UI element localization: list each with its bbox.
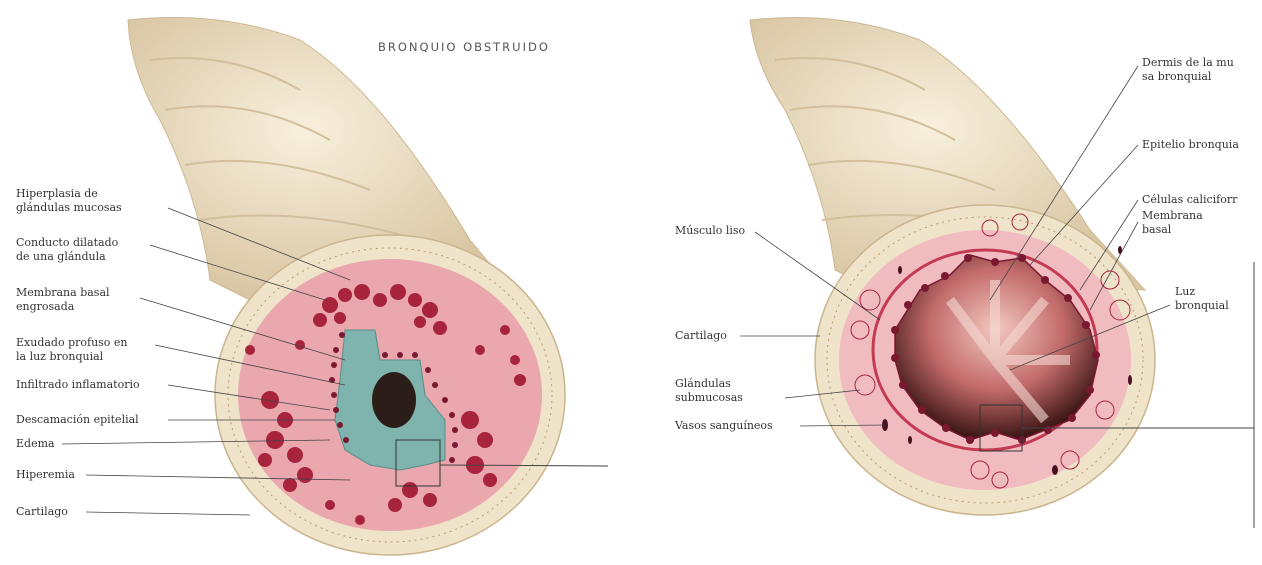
label-infiltrado: Infiltrado inflamatorio [16, 378, 140, 392]
label-cartilago: Cartilago [16, 505, 68, 519]
label-musculo-liso: Músculo liso [675, 224, 745, 238]
label-conducto: Conducto dilatado de una glándula [16, 236, 118, 264]
obstructed-bronchus-illustration [0, 0, 615, 565]
label-descamacion: Descamación epitelial [16, 413, 139, 427]
label-membrana-basal: Membrana basal [1142, 209, 1203, 237]
panel-title: BRONQUIO OBSTRUIDO [378, 40, 550, 54]
label-luz-bronquial: Luz bronquial [1175, 285, 1229, 313]
label-membrana: Membrana basal engrosada [16, 286, 110, 314]
label-caliciformes: Células caliciforr [1142, 193, 1237, 207]
label-vasos: Vasos sanguíneos [675, 419, 773, 433]
obstructed-bronchus-panel: BRONQUIO OBSTRUIDO Hiperplasia de glándu… [0, 0, 615, 565]
normal-bronchus-illustration [650, 0, 1262, 565]
label-cartilago: Cartilago [675, 329, 727, 343]
label-edema: Edema [16, 437, 55, 451]
label-hiperemia: Hiperemia [16, 468, 75, 482]
label-epitelio: Epitelio bronquia [1142, 138, 1239, 152]
label-exudado: Exudado profuso en la luz bronquial [16, 336, 128, 364]
label-glandulas: Glándulas submucosas [675, 377, 743, 405]
label-dermis: Dermis de la mu sa bronquial [1142, 56, 1234, 84]
label-hiperplasia: Hiperplasia de glándulas mucosas [16, 187, 122, 215]
normal-bronchus-panel: Dermis de la mu sa bronquial Epitelio br… [650, 0, 1262, 565]
bronchial-lumen [372, 372, 416, 428]
